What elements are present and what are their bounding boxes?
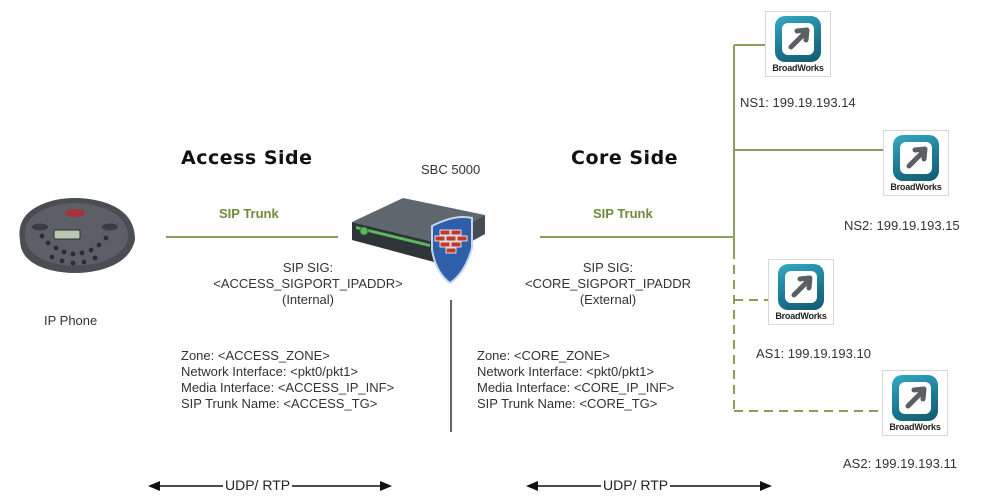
access-sig-line2: <ACCESS_SIGPORT_IPADDR> [213, 276, 403, 291]
access-network-interface: Network Interface: <pkt0/pkt1> [181, 364, 359, 379]
core-sig-line2: <CORE_SIGPORT_IPADDR [524, 276, 692, 291]
broadworks-logo-icon [892, 375, 938, 421]
sbc-label: SBC 5000 [421, 162, 481, 177]
access-zone: Zone: <ACCESS_ZONE> [181, 348, 330, 363]
core-protocol-label: UDP/ RTP [601, 477, 671, 493]
ip-phone-label: IP Phone [44, 313, 98, 328]
server-as2: BroadWorks [882, 370, 948, 436]
access-sig-line3: (Internal) [281, 292, 335, 307]
server-as2-label: AS2: 199.19.193.11 [843, 456, 957, 471]
server-as1: BroadWorks [768, 259, 834, 325]
core-zone: Zone: <CORE_ZONE> [477, 348, 610, 363]
access-details: Zone: <ACCESS_ZONE> Network Interface: <… [181, 348, 394, 412]
broadworks-logo-text: BroadWorks [775, 311, 827, 321]
core-details: Zone: <CORE_ZONE> Network Interface: <pk… [477, 348, 674, 412]
server-ns2: BroadWorks [883, 130, 949, 196]
access-sig-line1: SIP SIG: [282, 260, 334, 275]
broadworks-logo-icon [778, 264, 824, 310]
core-media-interface: Media Interface: <CORE_IP_INF> [477, 380, 675, 395]
broadworks-logo-text: BroadWorks [889, 422, 941, 432]
core-trunk-label: SIP Trunk [593, 206, 653, 221]
core-network-interface: Network Interface: <pkt0/pkt1> [477, 364, 655, 379]
access-trunk-label: SIP Trunk [219, 206, 279, 221]
access-sip-sig: SIP SIG: <ACCESS_SIGPORT_IPADDR> (Intern… [188, 260, 428, 308]
core-side-heading: Core Side [571, 147, 679, 169]
access-side-heading: Access Side [181, 147, 313, 169]
server-ns2-label: NS2: 199.19.193.15 [844, 218, 960, 233]
broadworks-logo-text: BroadWorks [890, 182, 942, 192]
broadworks-logo-icon [893, 135, 939, 181]
access-protocol-label: UDP/ RTP [223, 477, 293, 493]
broadworks-logo-text: BroadWorks [772, 63, 824, 73]
core-sig-line1: SIP SIG: [582, 260, 634, 275]
access-media-interface: Media Interface: <ACCESS_IP_INF> [181, 380, 395, 395]
access-trunk-name: SIP Trunk Name: <ACCESS_TG> [181, 396, 378, 411]
server-ns1: BroadWorks [765, 11, 831, 77]
sbc-device [352, 198, 485, 285]
core-sip-sig: SIP SIG: <CORE_SIGPORT_IPADDR (External) [498, 260, 718, 308]
server-as1-label: AS1: 199.19.193.10 [756, 346, 871, 361]
ip-phone-device [19, 198, 136, 273]
broadworks-logo-icon [775, 16, 821, 62]
core-trunk-name: SIP Trunk Name: <CORE_TG> [477, 396, 658, 411]
core-sig-line3: (External) [579, 292, 637, 307]
server-ns1-label: NS1: 199.19.193.14 [740, 95, 856, 110]
